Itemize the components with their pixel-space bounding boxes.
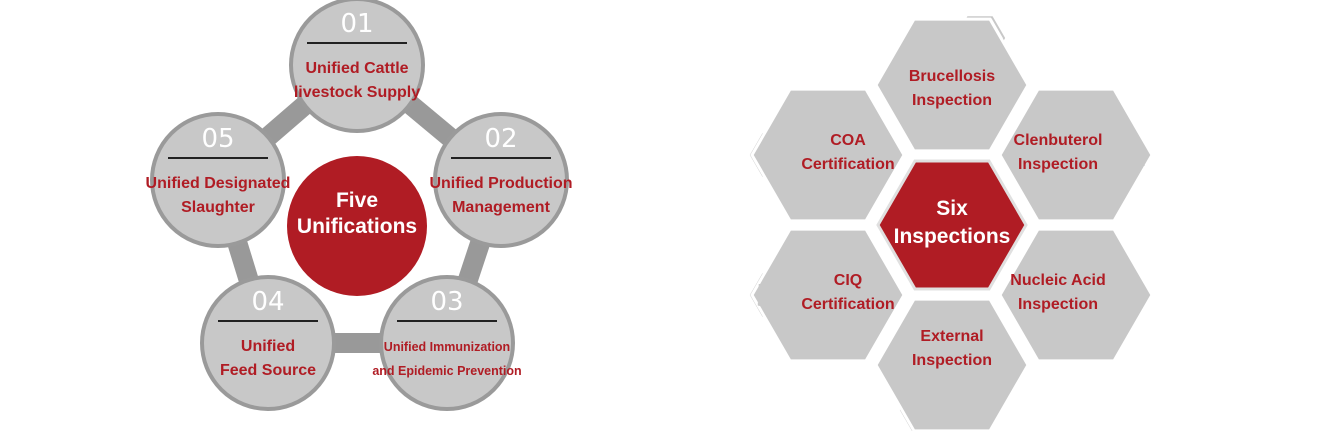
node-label-line2: Inspection bbox=[1018, 296, 1098, 313]
node-label-line1: Unified Cattle bbox=[305, 60, 408, 77]
node-label-line2: Management bbox=[452, 199, 550, 216]
node-label-line1: COA bbox=[830, 132, 866, 149]
node-label-line2: Feed Source bbox=[220, 362, 316, 379]
inspection-node: 6 COA Certification bbox=[749, 87, 906, 223]
node-circle bbox=[379, 275, 515, 411]
node-hexagon bbox=[998, 87, 1154, 223]
node-label-line1: Unified bbox=[241, 338, 295, 355]
center-circle bbox=[287, 156, 427, 296]
badge-number: 4 bbox=[915, 394, 934, 429]
center-title-line1: Five bbox=[336, 189, 378, 212]
node-circle bbox=[289, 0, 425, 133]
node-hexagon bbox=[750, 227, 906, 363]
node-number: 04 bbox=[251, 287, 284, 317]
center-hexagon bbox=[876, 159, 1028, 291]
node-label-line1: Clenbuterol bbox=[1014, 132, 1103, 149]
node-circle bbox=[200, 275, 336, 411]
node-label-line1: Nucleic Acid bbox=[1010, 272, 1105, 289]
node-label-line1: Unified Immunization bbox=[384, 340, 510, 354]
node-label-line1: Unified Production bbox=[429, 175, 572, 192]
node-label-line2: Inspection bbox=[912, 92, 992, 109]
node-circle bbox=[150, 112, 286, 248]
node-label-line1: External bbox=[920, 328, 983, 345]
node-number: 05 bbox=[201, 124, 234, 154]
badge-number: 1 bbox=[974, 22, 993, 57]
node-label-line1: Brucellosis bbox=[909, 68, 995, 85]
six-inspections-diagram: 1BrucellosisInspection2ClenbuterolInspec… bbox=[749, 16, 1154, 431]
six-center-line1: Six bbox=[936, 197, 968, 220]
node-hexagon bbox=[874, 17, 1030, 153]
node-circle bbox=[433, 112, 569, 248]
node-label-line2: Slaughter bbox=[181, 199, 255, 216]
node-label-line2: Inspection bbox=[1018, 156, 1098, 173]
node-hexagon bbox=[998, 227, 1154, 363]
node-label-line2: Certification bbox=[801, 156, 894, 173]
inspection-node: 5 CIQ Certification bbox=[749, 227, 906, 363]
node-label-line1: CIQ bbox=[834, 272, 862, 289]
badge-number: 3 bbox=[1128, 279, 1147, 314]
badge-number: 6 bbox=[755, 139, 774, 174]
node-label-line2: Inspection bbox=[912, 352, 992, 369]
node-label-line2: livestock Supply bbox=[294, 84, 420, 101]
node-hexagon bbox=[750, 87, 906, 223]
node-label-line1: Unified Designated bbox=[146, 175, 291, 192]
badge-number: 2 bbox=[1128, 139, 1147, 174]
node-number: 02 bbox=[484, 124, 517, 154]
six-center-line2: Inspections bbox=[894, 225, 1011, 248]
center-title-line2: Unifications bbox=[297, 215, 417, 238]
badge-number: 5 bbox=[755, 279, 774, 314]
node-label-line2: Certification bbox=[801, 296, 894, 313]
node-label-line2: and Epidemic Prevention bbox=[372, 364, 521, 378]
node-number: 01 bbox=[340, 9, 373, 39]
node-number: 03 bbox=[430, 287, 463, 317]
